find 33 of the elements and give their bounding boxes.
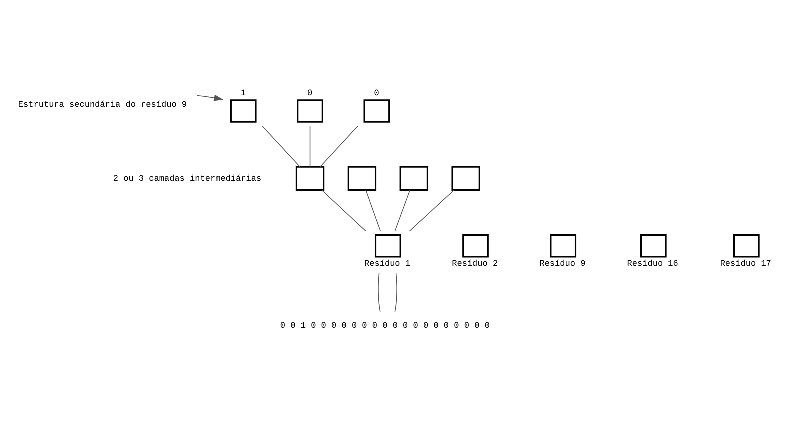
connector [322, 190, 366, 232]
connector [366, 190, 381, 232]
connector [262, 125, 301, 167]
label: 2 ou 3 camadas intermediárias [113, 173, 262, 184]
connector [320, 125, 358, 167]
node-label: Resíduo 17 [720, 258, 772, 269]
node-box [462, 234, 489, 258]
node-box [348, 166, 377, 191]
node-label: 1 [240, 88, 246, 98]
node-text: Estrutura secundária do resíduo 9 [18, 100, 188, 110]
node-box [364, 99, 390, 122]
node-box [452, 166, 480, 191]
node-label: 0 [374, 88, 380, 98]
connector [310, 125, 311, 167]
connector [378, 272, 381, 312]
node-box [734, 234, 760, 258]
connector [410, 190, 455, 232]
node-box [297, 99, 324, 122]
node-label: Resíduo 9 [540, 258, 586, 269]
connector [394, 190, 411, 232]
node-label: 0 [308, 88, 313, 98]
arrow [197, 94, 224, 101]
connector [394, 272, 398, 312]
node-box [550, 234, 577, 258]
node-box [296, 166, 325, 191]
node-text: 0 0 1 0 0 0 0 0 0 0 0 0 0 0 0 0 0 0 0 0 0 [280, 320, 490, 331]
node-label: Resíduo 16 [627, 258, 678, 269]
node-label: Resíduo 2 [452, 258, 498, 269]
node-box [640, 234, 667, 258]
node-label: Resíduo 1 [364, 258, 411, 269]
node-box [375, 234, 402, 258]
node-box [230, 99, 257, 122]
node-box [400, 166, 428, 191]
